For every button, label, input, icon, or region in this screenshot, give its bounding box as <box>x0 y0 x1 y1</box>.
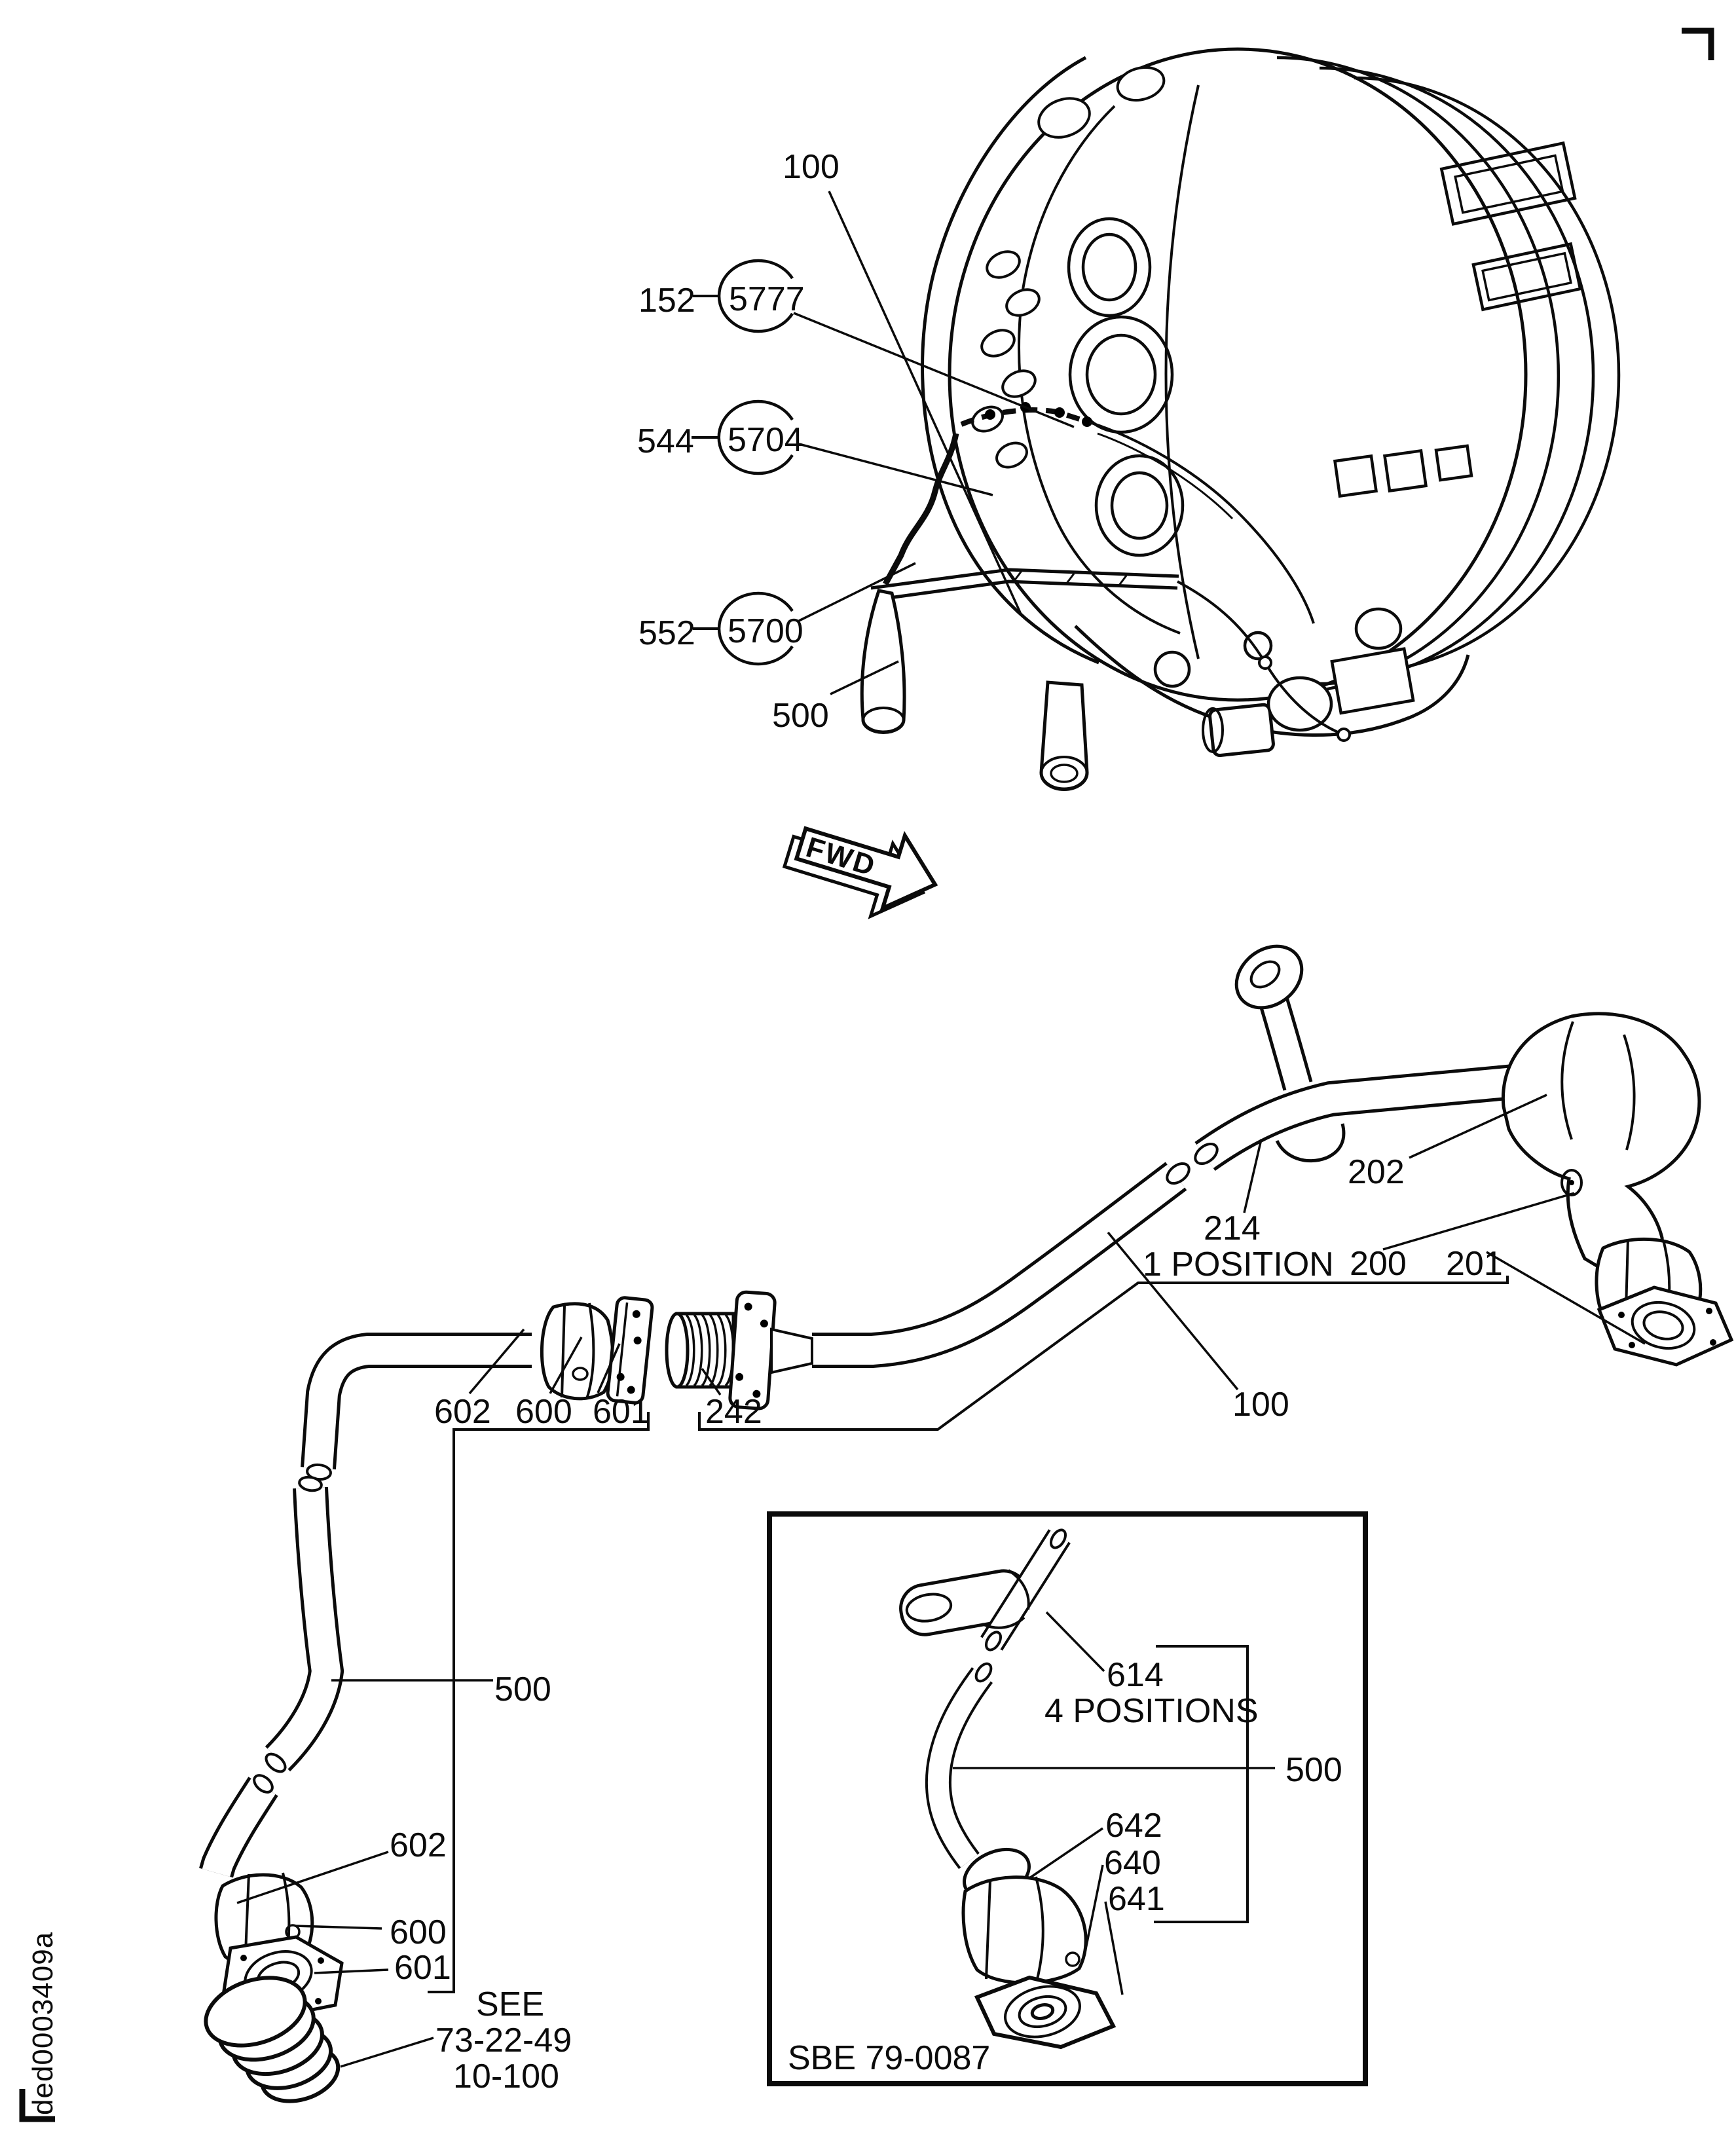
bracket-242-1-position <box>698 1276 1509 1431</box>
callout-left-500: 500 <box>494 1670 551 1708</box>
engine-bores <box>1067 217 1185 557</box>
callout-inset-4-positions: 4 POSITIONS <box>1044 1692 1259 1730</box>
callout-bottom-601: 601 <box>394 1949 451 1987</box>
fwd-arrow: FWD <box>782 826 938 919</box>
effectivity-brackets <box>428 1276 1509 1993</box>
inset-nut-640 <box>961 1875 1088 1985</box>
circle-5700 <box>717 591 794 666</box>
corner-mark-top-right <box>1682 28 1714 60</box>
engine-illustration <box>860 47 1621 791</box>
callout-bottom-10-100: 10-100 <box>453 2057 559 2095</box>
callout-inset-641: 641 <box>1108 1880 1165 1918</box>
callout-top-500: 500 <box>772 697 829 735</box>
callout-mid-242: 242 <box>705 1393 762 1431</box>
callout-mid-214: 214 <box>1204 1209 1261 1247</box>
mid-flange-601 <box>606 1296 654 1405</box>
callout-inset-614: 614 <box>1107 1656 1164 1694</box>
bracket-inset-group <box>1154 1645 1249 1923</box>
engine-harness-tube <box>860 402 1351 742</box>
mid-clip-214 <box>1234 944 1346 1163</box>
callout-mid-1-position: 1 POSITION <box>1143 1245 1334 1283</box>
page-corner-marks <box>19 28 1714 2122</box>
callout-inset-642: 642 <box>1105 1807 1162 1845</box>
callout-top-5704: 5704 <box>728 421 803 459</box>
callout-mid-202: 202 <box>1348 1153 1405 1191</box>
callout-inset-500: 500 <box>1285 1751 1342 1789</box>
middle-tube-assembly <box>199 944 1734 1878</box>
leader-lines <box>236 191 1646 2068</box>
callout-mid-100: 100 <box>1232 1386 1289 1424</box>
mid-flange-201 <box>1597 1285 1734 1367</box>
callout-top-5700: 5700 <box>728 612 803 650</box>
bottom-left-fitting <box>204 1872 344 2103</box>
callout-top-100: 100 <box>783 148 840 186</box>
callout-bottom-600: 600 <box>390 1913 447 1951</box>
corner-mark-bottom-left <box>19 2089 55 2122</box>
callout-inset-640: 640 <box>1104 1844 1161 1882</box>
callout-bottom-73-22-49: 73-22-49 <box>435 2021 572 2059</box>
callout-top-552: 552 <box>638 614 695 652</box>
inset-flange-641 <box>974 1975 1117 2050</box>
circle-5704 <box>717 399 794 475</box>
mid-elbow-202 <box>1501 1012 1701 1271</box>
inset-box: SBE 79-0087 <box>767 1511 1368 2086</box>
callout-bottom-see: SEE <box>476 1985 544 2023</box>
engine-ports <box>971 66 1166 469</box>
drawing-code: ded0003409a <box>27 1932 59 2115</box>
callout-top-5777: 5777 <box>729 280 805 318</box>
callout-mid-201: 201 <box>1446 1245 1503 1283</box>
inset-caption: SBE 79-0087 <box>788 2039 990 2077</box>
callout-mid-602: 602 <box>434 1393 491 1431</box>
callout-bottom-602: 602 <box>390 1826 447 1864</box>
bottom-spring <box>204 1976 341 2103</box>
callout-mid-601: 601 <box>593 1393 650 1431</box>
callout-top-152: 152 <box>638 282 695 320</box>
callout-mid-200: 200 <box>1350 1245 1407 1283</box>
engine-brackets <box>1333 141 1582 498</box>
mid-union-242 <box>665 1290 813 1411</box>
callout-mid-600: 600 <box>515 1393 572 1431</box>
tube-break-caps <box>253 1463 332 1794</box>
sb-circles <box>692 259 794 666</box>
circle-5777 <box>717 259 794 333</box>
bracket-602-600-601 <box>428 1412 650 1993</box>
callout-top-544: 544 <box>637 422 694 460</box>
